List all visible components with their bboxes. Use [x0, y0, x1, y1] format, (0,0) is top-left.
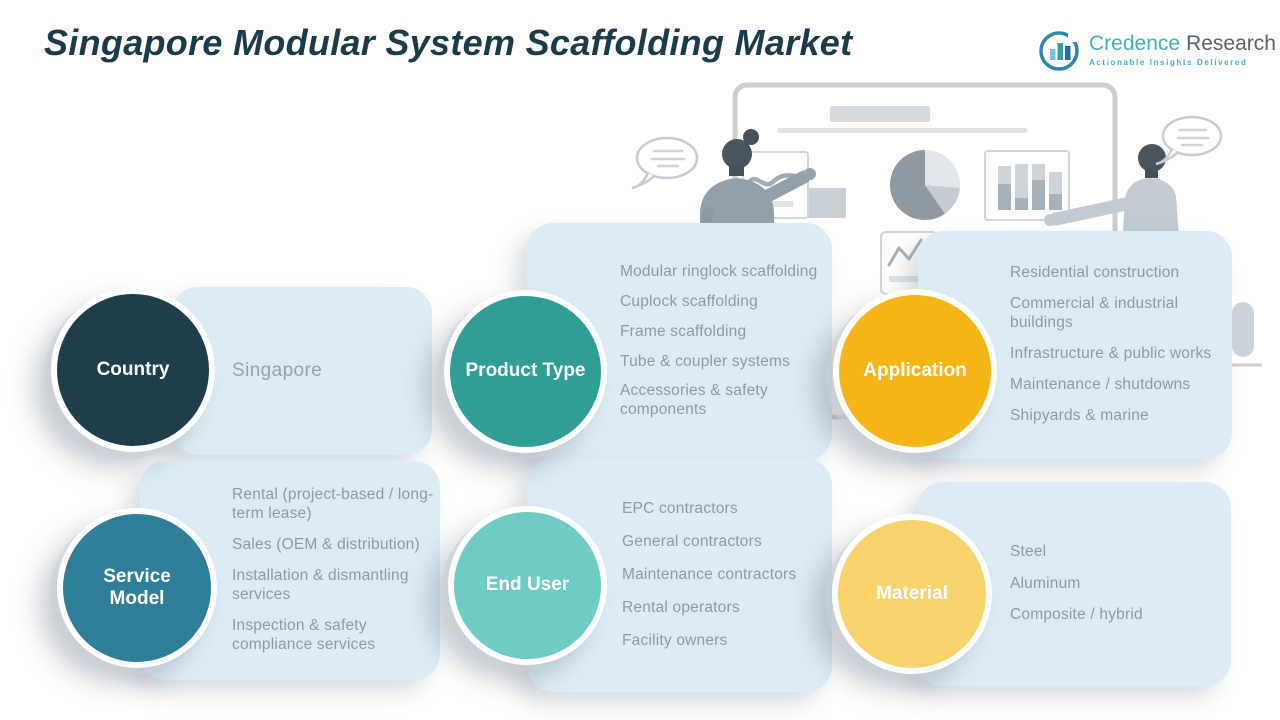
logo-brand: Credence Research [1089, 32, 1276, 55]
country-panel: Singapore [172, 287, 432, 455]
product-type-item: Accessories & safety components [620, 382, 768, 419]
end-user-item: Maintenance contractors [622, 566, 797, 584]
service-model-item: Inspection & safety compliance services [232, 616, 376, 653]
application-circle: Application [833, 289, 997, 453]
application-item: Shipyards & marine [1010, 406, 1149, 424]
credence-research-logo: Credence Research Actionable Insights De… [1036, 28, 1276, 74]
end-user-item: Facility owners [622, 631, 728, 649]
material-item: Composite / hybrid [1010, 606, 1143, 624]
end-user-item: Rental operators [622, 598, 740, 616]
service-model-label: Service Model [103, 565, 171, 609]
logo-bars-icon [1039, 29, 1082, 71]
product-type-item: Cuplock scaffolding [620, 292, 758, 310]
end-user-circle: End User [448, 506, 607, 665]
service-model-circle: Service Model [57, 508, 217, 668]
country-label: Country [96, 358, 170, 380]
application-item: Maintenance / shutdowns [1010, 375, 1191, 393]
product-type-label: Product Type [465, 360, 586, 382]
product-type-item: Modular ringlock scaffolding [620, 262, 818, 280]
application-label: Application [863, 359, 967, 381]
page-title: Singapore Modular System Scaffolding Mar… [44, 22, 853, 63]
product-type-item: Frame scaffolding [620, 322, 747, 340]
material-item: Aluminum [1010, 574, 1081, 592]
end-user-label: End User [485, 574, 570, 596]
material-label: Material [876, 582, 948, 604]
logo-text: Credence Research Actionable Insights De… [1089, 28, 1276, 67]
product-type-circle: Product Type [444, 290, 607, 453]
bar-chart-icon [984, 150, 1070, 221]
material-item: Steel [1010, 542, 1047, 560]
product-type-item: Tube & coupler systems [620, 352, 791, 370]
logo-brand-secondary: Research [1186, 32, 1276, 55]
application-item: Commercial & industrial buildings [1010, 295, 1179, 332]
country-value: Singapore [232, 360, 323, 382]
material-circle: Material [832, 514, 992, 674]
end-user-item: EPC contractors [622, 500, 738, 518]
end-user-item: General contractors [622, 533, 762, 551]
pie-chart-icon [889, 149, 960, 220]
speech-bubble-left-icon [631, 136, 699, 190]
logo-brand-primary: Credence [1089, 32, 1181, 55]
service-model-item: Rental (project-based / long-term lease) [232, 486, 434, 523]
service-model-item: Installation & dismantling services [232, 567, 409, 603]
application-item: Residential construction [1010, 264, 1180, 282]
logo-tagline: Actionable Insights Delivered [1089, 58, 1248, 68]
speech-bubble-right-icon [1155, 115, 1223, 166]
service-model-item: Sales (OEM & distribution) [232, 536, 420, 554]
application-item: Infrastructure & public works [1010, 345, 1212, 362]
country-circle: Country [51, 288, 215, 452]
